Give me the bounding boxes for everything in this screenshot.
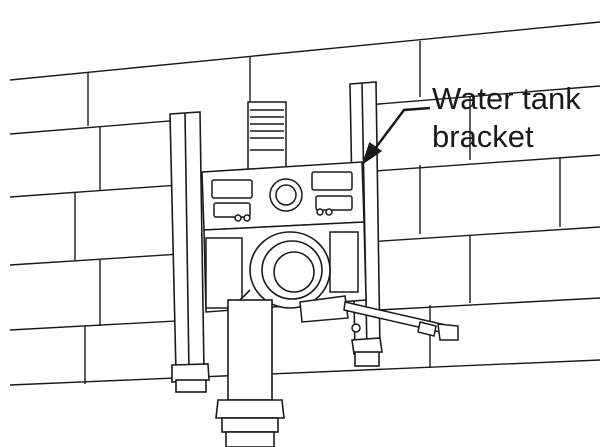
water-tank-bracket	[201, 161, 365, 231]
callout-leader	[361, 106, 431, 166]
drain-pipe	[215, 299, 285, 447]
flush-pipe	[247, 101, 287, 173]
supply-pipe	[299, 295, 459, 341]
left-upright	[169, 111, 210, 393]
callout-label: Water tank bracket	[432, 80, 604, 156]
callout-label-line2: bracket	[432, 119, 534, 154]
callout-label-line1: Water tank	[432, 81, 581, 116]
